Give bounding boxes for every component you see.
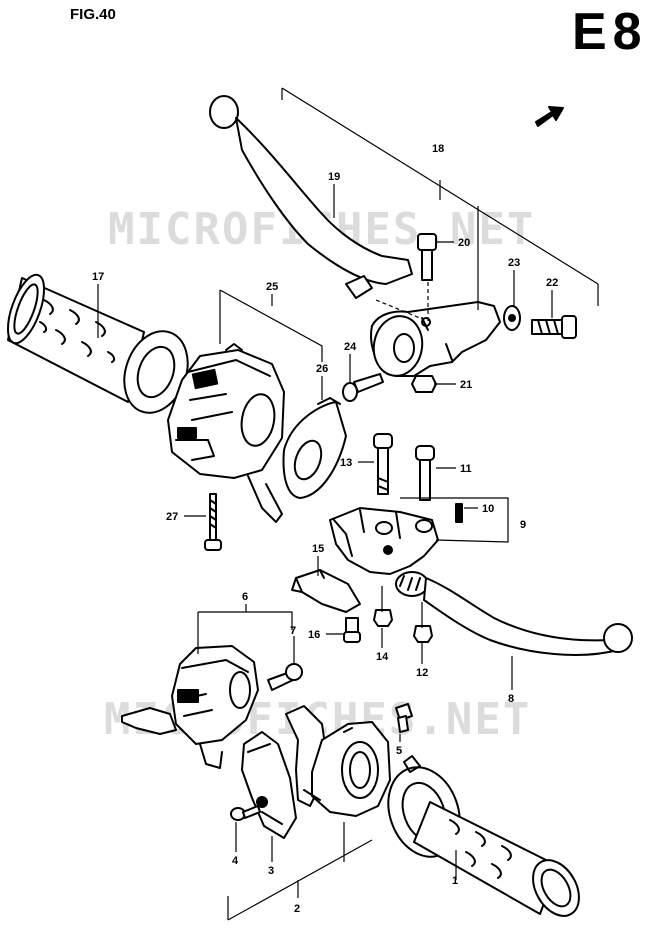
clutch-lever-19 (209, 95, 413, 299)
screw-10 (455, 503, 463, 523)
part-number-20: 20 (458, 237, 470, 249)
part-number-9: 9 (520, 519, 526, 531)
part-number-18: 18 (432, 143, 444, 155)
screw-5 (395, 703, 413, 733)
nut-14 (373, 609, 393, 627)
part-number-1: 1 (452, 875, 458, 887)
part-number-16: 16 (308, 629, 320, 641)
bolt-11 (415, 445, 435, 501)
right-switch-housing-6 (121, 645, 259, 769)
left-boot (282, 397, 347, 499)
screw-24 (342, 373, 384, 402)
part-number-2: 2 (294, 903, 300, 915)
part-number-26: 26 (316, 363, 328, 375)
brake-lever-8 (395, 571, 633, 656)
front-arrow-icon (535, 106, 564, 127)
throttle-grip-1 (387, 755, 580, 917)
part-number-10: 10 (482, 503, 494, 515)
left-grip (6, 273, 189, 414)
part-number-6: 6 (242, 591, 248, 603)
part-number-7: 7 (290, 625, 296, 637)
part-number-12: 12 (416, 667, 428, 679)
screw-22 (531, 315, 577, 339)
throttle-housing-2 (285, 705, 391, 817)
washer-23 (503, 305, 521, 331)
part-number-25: 25 (266, 281, 278, 293)
part-number-5: 5 (396, 745, 402, 757)
screw-4 (230, 805, 261, 821)
part-number-4: 4 (232, 855, 239, 867)
screw-27 (204, 493, 222, 551)
screw-16 (343, 617, 361, 643)
part-number-19: 19 (328, 171, 340, 183)
lower-housing-3 (241, 731, 297, 839)
part-number-14: 14 (376, 651, 389, 663)
clutch-bracket-18 (370, 301, 501, 377)
part-number-13: 13 (340, 457, 352, 469)
part-number-23: 23 (508, 257, 520, 269)
brake-bracket-9 (329, 507, 439, 575)
part-number-21: 21 (460, 379, 472, 391)
bolt-20 (417, 233, 437, 281)
part-number-22: 22 (546, 277, 558, 289)
part-number-3: 3 (268, 865, 274, 877)
nut-21 (411, 375, 437, 393)
part-number-27: 27 (166, 511, 178, 523)
figure-number: FIG.40 (70, 6, 116, 23)
part-number-17: 17 (92, 271, 104, 283)
part-number-8: 8 (508, 693, 514, 705)
part-number-15: 15 (312, 543, 324, 555)
left-switch-housing (167, 343, 285, 523)
screw-7 (267, 663, 303, 691)
nut-12 (413, 625, 433, 643)
section-code: E8 (572, 3, 648, 61)
part-number-24: 24 (344, 341, 357, 353)
brake-switch-15 (291, 569, 361, 613)
part-number-11: 11 (460, 463, 472, 475)
bolt-13 (373, 433, 393, 495)
